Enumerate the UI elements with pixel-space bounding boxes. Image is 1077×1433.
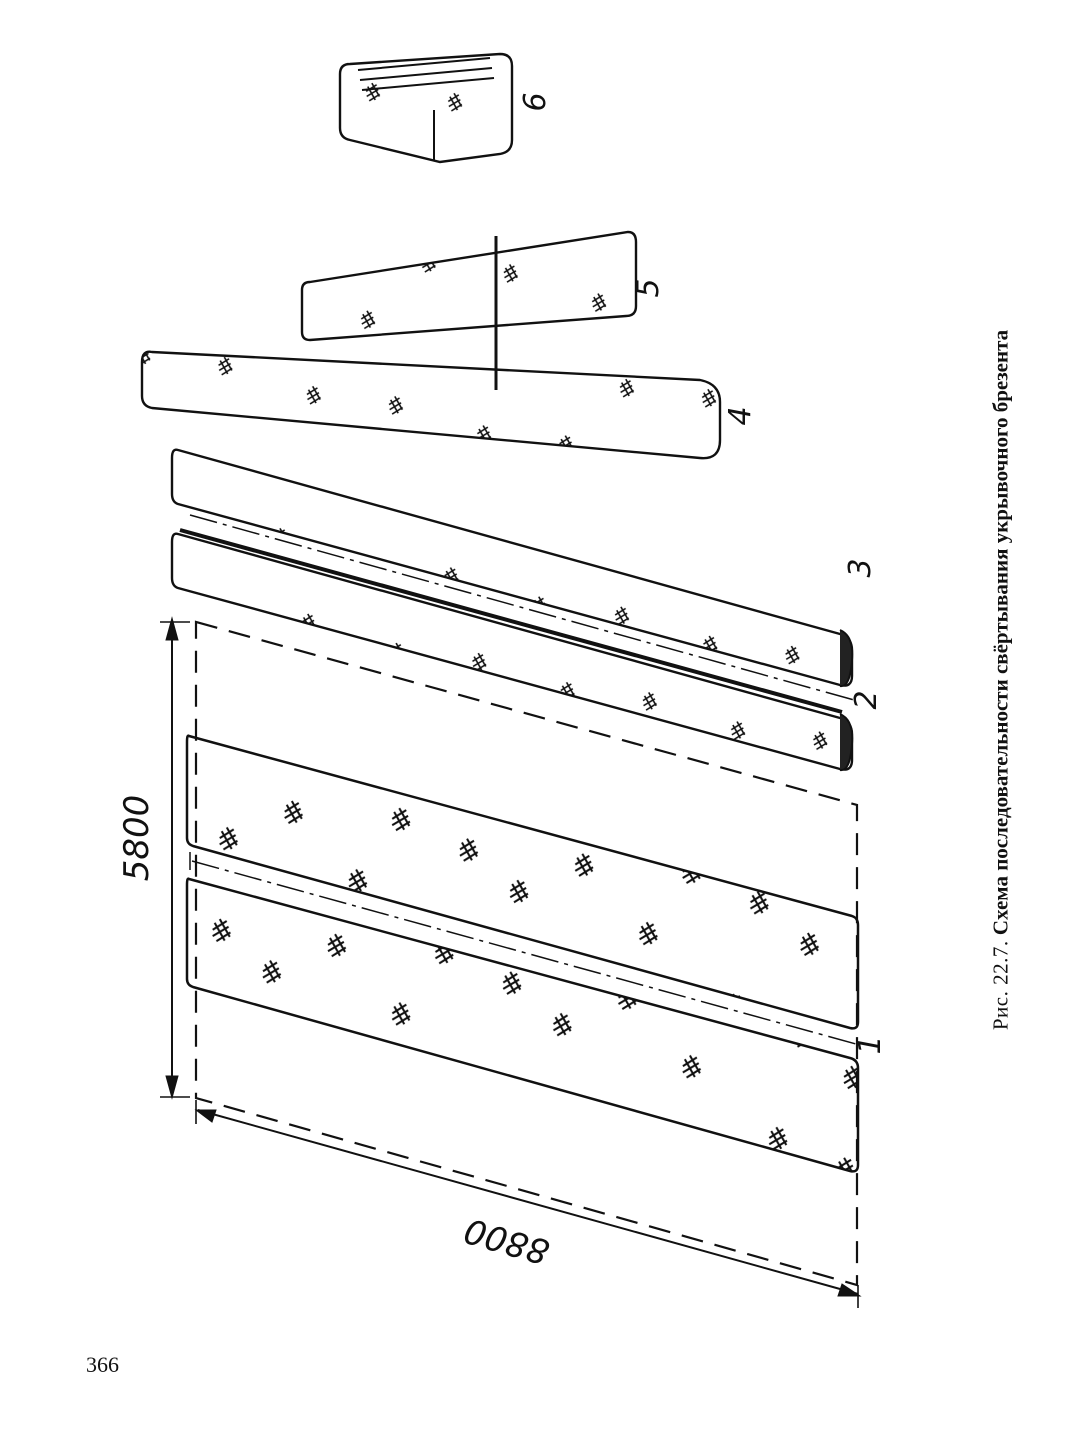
step-6-folded-bundle — [338, 52, 514, 164]
step-5-short-fold — [300, 230, 638, 390]
step-1-unfolded-sheet — [185, 620, 860, 1287]
figure-number: Рис. 22.7. — [988, 940, 1013, 1031]
step-label-1: 1 — [853, 1035, 888, 1054]
dimension-lines — [160, 616, 862, 1308]
step-label-4: 4 — [723, 406, 758, 425]
step-label-5: 5 — [631, 278, 666, 297]
dimension-label-height: 5800 — [117, 795, 157, 882]
step-label-2: 2 — [849, 690, 884, 709]
step-2-half-folded — [170, 448, 855, 772]
figure-title: Схема последовательности свёртывания укр… — [988, 329, 1013, 936]
step-label-6: 6 — [518, 92, 553, 111]
page-number: 366 — [86, 1352, 119, 1377]
step-label-3: 3 — [843, 558, 878, 577]
step-4-long-fold — [140, 350, 722, 460]
dimension-label-width: 8800 — [460, 1209, 554, 1271]
figure-caption: Рис. 22.7. Схема последовательности свёр… — [989, 330, 1014, 1030]
